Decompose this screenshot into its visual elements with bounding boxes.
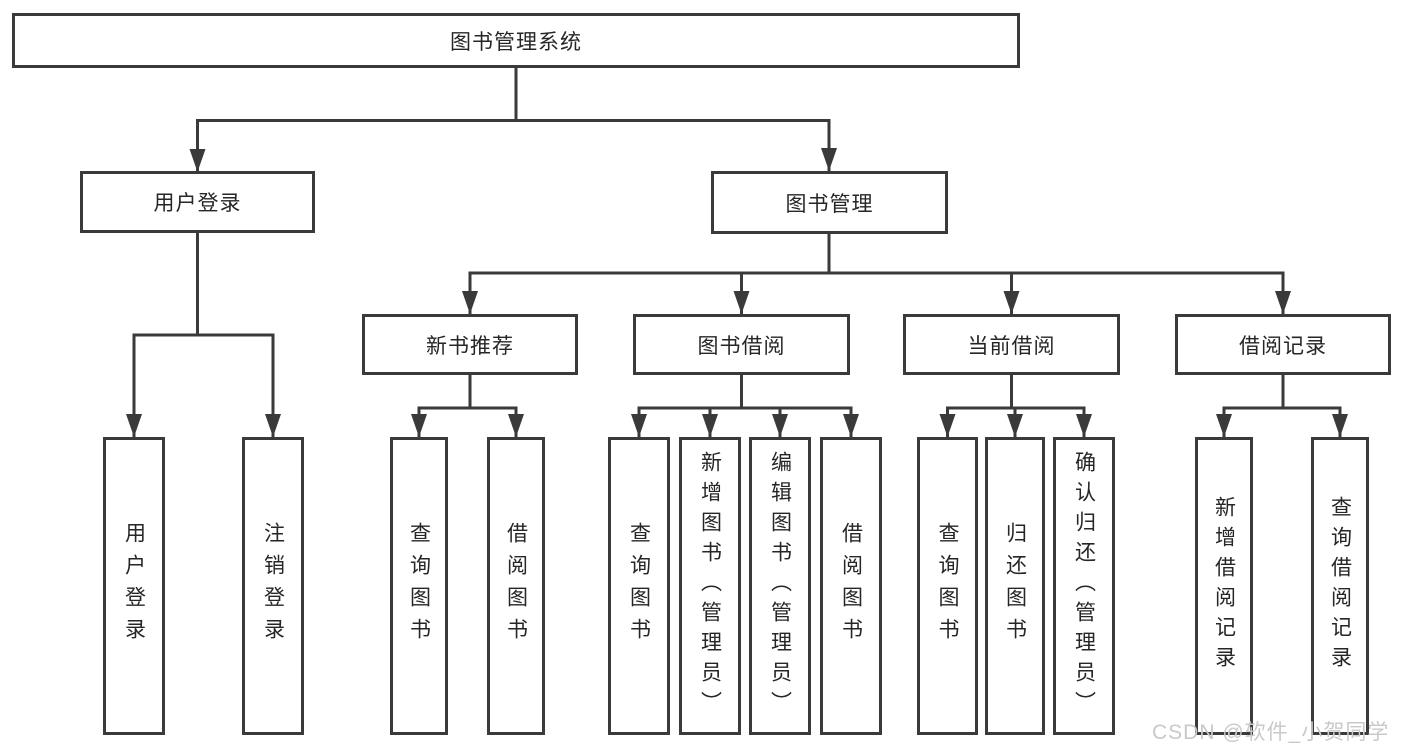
leaf-label: 归还图书 xyxy=(1003,522,1027,650)
node-book-borrowing: 图书借阅 xyxy=(633,314,850,375)
connector-root-to-level2 xyxy=(189,68,837,172)
node-user-login: 用户登录 xyxy=(80,171,315,233)
node-book-management: 图书管理 xyxy=(711,171,948,234)
connector-user-login-to-leaves xyxy=(126,233,281,437)
leaf-label: 用户登录 xyxy=(122,522,146,650)
leaf-return-books: 归还图书 xyxy=(985,437,1045,735)
leaf-edit-books-admin: 编辑图书（管理员） xyxy=(749,437,811,735)
leaf-add-borrow-record: 新增借阅记录 xyxy=(1195,437,1253,735)
node-label: 用户登录 xyxy=(153,192,242,215)
leaf-query-books-current: 查询图书 xyxy=(917,437,978,735)
leaf-label: 查询借阅记录 xyxy=(1328,496,1352,676)
leaf-label: 确认归还（管理员） xyxy=(1072,451,1096,721)
leaf-label: 查询图书 xyxy=(627,522,651,650)
node-library-management-system: 图书管理系统 xyxy=(12,13,1020,68)
connector-borrowing-to-leaves xyxy=(631,375,859,437)
leaf-query-borrow-record: 查询借阅记录 xyxy=(1311,437,1369,735)
connector-book-mgmt-to-level3 xyxy=(462,234,1291,314)
leaf-borrow-books-recommendation: 借阅图书 xyxy=(487,437,545,735)
leaf-label: 新增图书（管理员） xyxy=(698,451,722,721)
node-label: 新书推荐 xyxy=(426,334,514,358)
leaf-label: 查询图书 xyxy=(407,522,431,650)
leaf-label: 查询图书 xyxy=(936,522,959,650)
leaf-label: 借阅图书 xyxy=(839,522,863,650)
connector-new-rec-to-leaves xyxy=(411,375,524,437)
leaf-user-login: 用户登录 xyxy=(103,437,165,735)
leaf-query-books-recommendation: 查询图书 xyxy=(390,437,448,735)
leaf-label: 借阅图书 xyxy=(504,522,528,650)
leaf-label: 新增借阅记录 xyxy=(1212,496,1236,676)
watermark: CSDN @软件_小贺同学 xyxy=(1152,721,1390,744)
node-label: 当前借阅 xyxy=(967,334,1056,358)
leaf-logout: 注销登录 xyxy=(242,437,304,735)
node-borrowing-records: 借阅记录 xyxy=(1175,314,1391,375)
node-current-borrowing: 当前借阅 xyxy=(903,314,1120,375)
node-label: 借阅记录 xyxy=(1239,334,1327,358)
leaf-borrow-books-borrowing: 借阅图书 xyxy=(820,437,882,735)
node-label: 图书借阅 xyxy=(697,334,786,358)
node-new-book-recommendation: 新书推荐 xyxy=(362,314,578,375)
node-label: 图书管理 xyxy=(785,192,874,216)
leaf-confirm-return-admin: 确认归还（管理员） xyxy=(1053,437,1115,735)
leaf-label: 编辑图书（管理员） xyxy=(768,451,792,721)
leaf-add-books-admin: 新增图书（管理员） xyxy=(679,437,741,735)
node-label: 图书管理系统 xyxy=(450,30,582,54)
leaf-label: 注销登录 xyxy=(261,522,285,650)
connector-current-to-leaves xyxy=(939,375,1092,437)
connector-records-to-leaves xyxy=(1216,375,1348,437)
leaf-query-books-borrowing: 查询图书 xyxy=(608,437,670,735)
